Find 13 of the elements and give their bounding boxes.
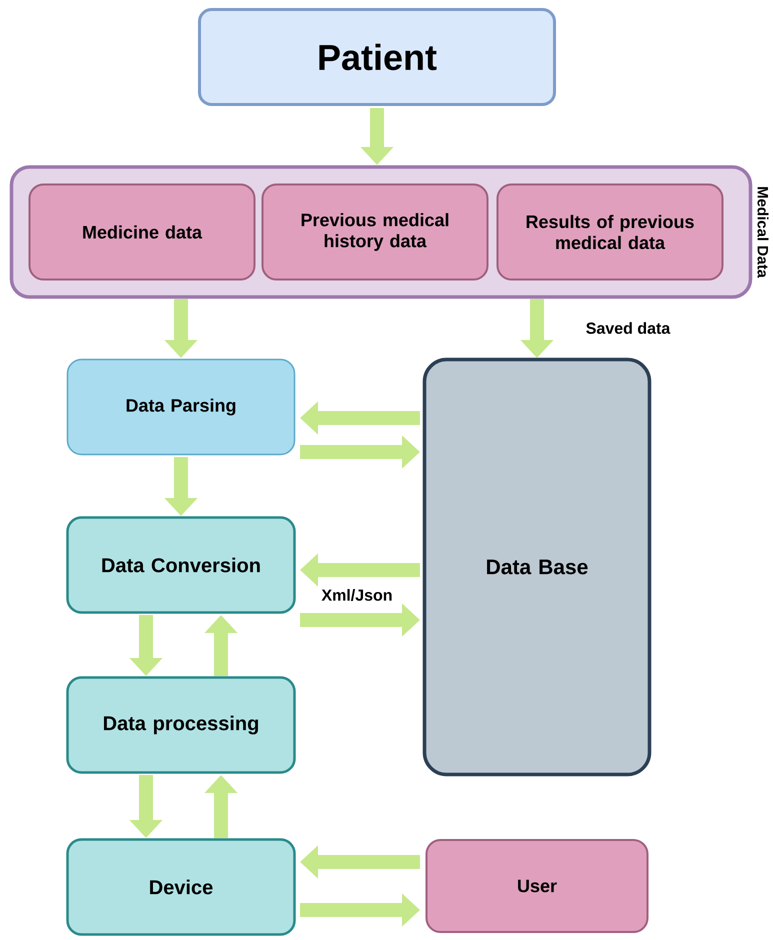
process-box: Medicine data [28,184,256,280]
process-box: Data Parsing [66,358,296,456]
edge-label: Saved data [584,321,672,335]
process-box: Previous medical history data [262,184,488,280]
database-box: Data Base [422,358,652,776]
process-box: Device [66,838,296,936]
process-box: Data processing [66,676,296,774]
edge-label: Xml/Json [320,588,394,602]
node-label: Medical Data [757,187,769,278]
process-box: Results of previous medical data [496,184,724,280]
process-box: Data Conversion [66,516,296,614]
process-box: User [426,839,648,933]
patient-box: Patient [198,8,556,106]
